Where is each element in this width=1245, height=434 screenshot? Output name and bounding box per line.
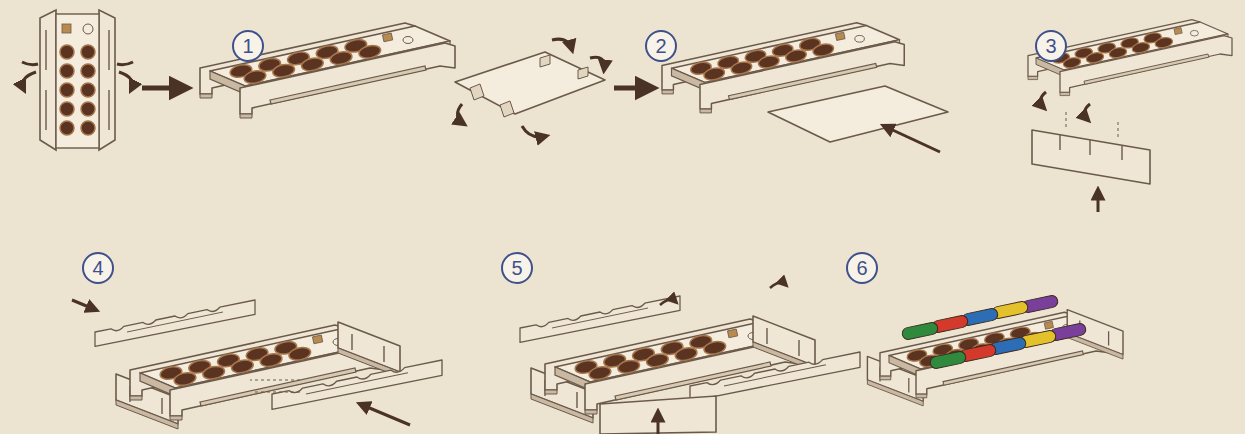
callout-number: 2 xyxy=(655,36,666,56)
step-number: 3 xyxy=(1035,30,1067,62)
callout-number: 4 xyxy=(92,258,103,278)
folded-board xyxy=(22,10,186,150)
side-walls xyxy=(72,300,442,425)
finished-box xyxy=(867,294,1123,406)
callout-number: 1 xyxy=(242,36,253,56)
base-sheet xyxy=(455,39,652,137)
tray xyxy=(1028,20,1232,96)
front-panel xyxy=(1032,92,1150,212)
step-number: 6 xyxy=(846,252,878,284)
step-number: 2 xyxy=(645,30,677,62)
tray xyxy=(200,23,455,118)
step-number: 1 xyxy=(232,30,264,62)
callout-number: 6 xyxy=(856,258,867,278)
step-number: 4 xyxy=(82,252,114,284)
callout-number: 3 xyxy=(1045,36,1056,56)
step-number: 5 xyxy=(501,252,533,284)
sliding-sheet xyxy=(768,86,948,152)
side-walls xyxy=(520,283,860,434)
callout-number: 5 xyxy=(511,258,522,278)
box xyxy=(116,322,400,429)
